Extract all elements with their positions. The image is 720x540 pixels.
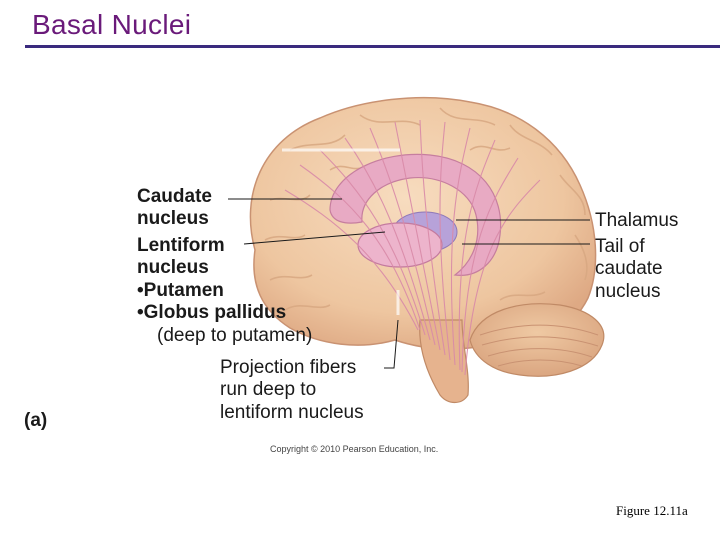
label-globus-note: (deep to putamen)	[157, 325, 313, 346]
label-caudate-line2: nucleus	[137, 208, 209, 229]
label-thalamus: Thalamus	[595, 210, 679, 231]
label-lentiform-line2: nucleus	[137, 257, 209, 278]
part-label: (a)	[24, 410, 48, 431]
figure-caption: Figure 12.11a	[616, 503, 688, 518]
leader-lines	[228, 198, 590, 369]
cerebellum	[469, 303, 605, 377]
leader-projection-fibers	[384, 319, 399, 369]
label-projection-line3: lentiform nucleus	[220, 402, 364, 423]
leader-lentiform	[243, 231, 386, 245]
title-divider	[25, 45, 720, 48]
label-tail-line3: nucleus	[595, 281, 661, 302]
cerebellum-folia	[479, 324, 599, 367]
label-putamen: •Putamen	[137, 280, 224, 301]
slide-title: Basal Nuclei	[32, 9, 192, 40]
label-projection-line1: Projection fibers	[220, 357, 357, 378]
label-projection-line2: run deep to	[220, 379, 317, 400]
label-caudate-line1: Caudate	[137, 186, 212, 207]
label-globus-pallidus: •Globus pallidus	[137, 302, 287, 323]
label-tail-line2: caudate	[595, 258, 663, 279]
copyright-notice: Copyright © 2010 Pearson Education, Inc.	[270, 444, 439, 454]
brainstem	[419, 319, 469, 404]
label-tail-line1: Tail of	[595, 236, 645, 257]
label-lentiform-line1: Lentiform	[137, 235, 225, 256]
projection-fibers	[284, 119, 541, 376]
section-marks	[282, 148, 400, 315]
